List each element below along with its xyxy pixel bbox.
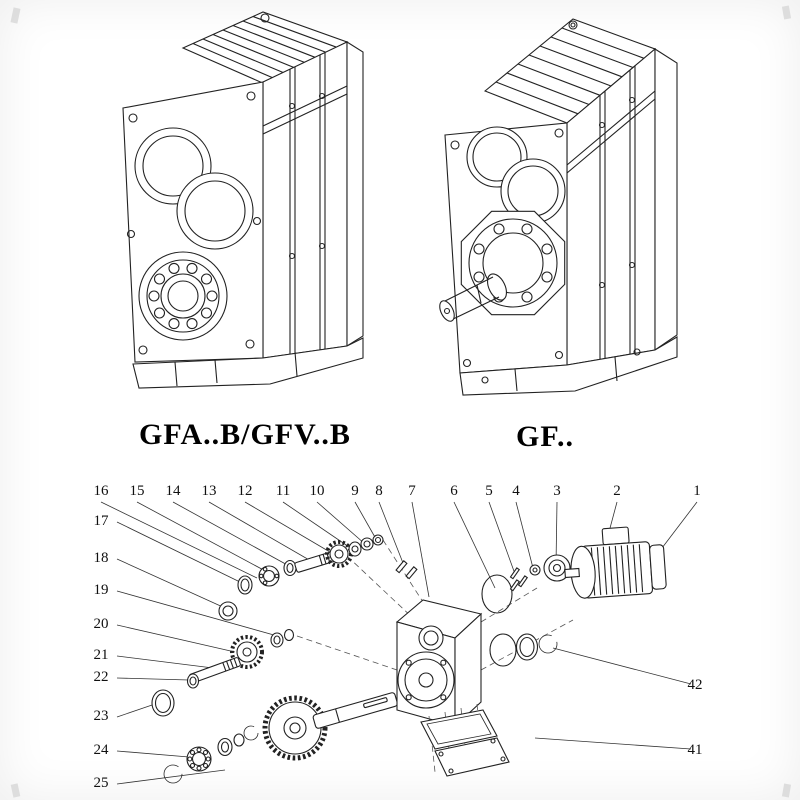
intermediate-shaft: [188, 657, 241, 684]
part-number-20: 20: [93, 616, 109, 632]
scan-artifact: [10, 783, 21, 798]
model-label-gfa-gfv: GFA..B/GFV..B: [139, 418, 351, 451]
scan-artifact: [781, 783, 792, 798]
housing-body: [566, 47, 678, 366]
gear-bores: [134, 127, 254, 250]
foot-base: [132, 337, 364, 389]
part-number-42: 42: [687, 677, 703, 693]
housing-body: [262, 41, 364, 359]
part-number-3: 3: [553, 483, 561, 499]
roof-fins: [181, 11, 349, 85]
input-flange-parts: [481, 554, 571, 614]
exploded-view-diagram: [100, 501, 698, 785]
output-flange-and-shaft: [439, 210, 566, 322]
gear-bores: [466, 126, 566, 224]
part-number-19: 19: [93, 582, 109, 598]
part-number-21: 21: [93, 647, 109, 663]
part-number-4: 4: [512, 483, 520, 499]
part-number-15: 15: [129, 483, 145, 499]
part-number-12: 12: [237, 483, 253, 499]
part-number-16: 16: [93, 483, 109, 499]
part-number-11: 11: [275, 483, 291, 499]
part-number-9: 9: [351, 483, 359, 499]
part-number-14: 14: [165, 483, 181, 499]
part-number-10: 10: [309, 483, 325, 499]
leader-lines-top: [100, 501, 698, 598]
part-number-23: 23: [93, 708, 109, 724]
part-number-1: 1: [693, 483, 701, 499]
foot-base: [459, 336, 678, 396]
gear-housing: [395, 560, 483, 728]
input-shaft-assembly: [218, 534, 384, 621]
part-number-7: 7: [408, 483, 416, 499]
part-number-6: 6: [450, 483, 458, 499]
gfa-gfv-gearbox-drawing: [122, 11, 364, 389]
part-number-18: 18: [93, 550, 109, 566]
part-number-2: 2: [613, 483, 621, 499]
cover-plates: [420, 703, 510, 777]
leader-lines-left: [116, 521, 282, 785]
part-number-17: 17: [93, 513, 109, 529]
intermediate-gear-assembly: [151, 628, 295, 717]
leader-lines-right: [534, 647, 692, 750]
output-shaft: [312, 692, 398, 729]
part-number-24: 24: [93, 742, 109, 758]
output-bearing: [138, 251, 228, 341]
scan-artifact: [10, 7, 21, 24]
part-number-13: 13: [201, 483, 217, 499]
scan-artifact: [781, 5, 792, 20]
motor: [564, 526, 667, 599]
output-gear-assembly: [163, 692, 398, 784]
part-number-25: 25: [93, 775, 109, 791]
part-number-8: 8: [375, 483, 383, 499]
part-number-41: 41: [687, 742, 703, 758]
seal-rings: [489, 633, 558, 667]
part-number-22: 22: [93, 669, 109, 685]
model-label-gf: GF..: [516, 420, 574, 453]
part-number-5: 5: [485, 483, 493, 499]
gf-gearbox-drawing: [439, 18, 678, 396]
